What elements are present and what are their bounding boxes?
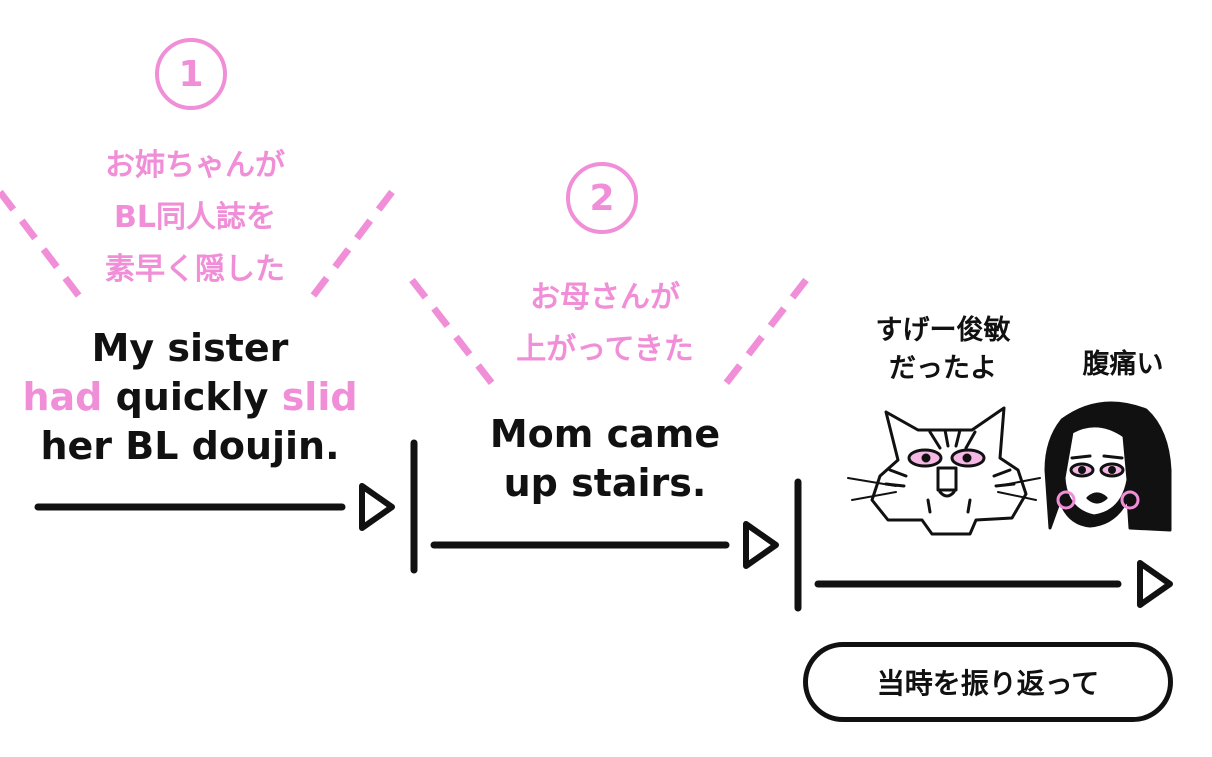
cat-caption: すげー俊敏 だったよ (848, 312, 1038, 388)
step-number-1-text: 1 (178, 53, 204, 95)
step1-en-line-1: My sister (91, 326, 289, 370)
step1-en-line-3: her BL doujin. (40, 424, 340, 468)
cat-caption-line-1: すげー俊敏 (875, 315, 1011, 346)
step1-en-highlight-had: had (22, 375, 103, 419)
reflect-button-label: 当時を振り返って (876, 667, 1100, 700)
step-number-2-text: 2 (589, 177, 615, 219)
step1-jp-line-1: お姉ちゃんが (105, 148, 285, 183)
step2-jp-line-1: お母さんが (530, 280, 680, 315)
step1-burst-lines (0, 189, 395, 303)
step-number-2: 2 (566, 162, 638, 234)
step-number-1: 1 (155, 38, 227, 110)
timeline-arrow-1 (34, 483, 395, 531)
step1-jp-line-2: BL同人誌を (114, 200, 276, 235)
cat-caption-line-2: だったよ (889, 353, 997, 384)
step1-en-mid-text: quickly (102, 375, 282, 419)
step2-en-line-2: up stairs. (503, 461, 707, 505)
step1-jp-caption: お姉ちゃんが BL同人誌を 素早く隠した (60, 140, 330, 296)
step2-en-caption: Mom came up stairs. (440, 410, 770, 508)
woman-caption: 腹痛い (1060, 346, 1186, 384)
timeline-arrow-3 (814, 560, 1173, 608)
step1-en-line-2: had quickly slid (0, 373, 380, 422)
step1-en-caption: My sister had quickly slid her BL doujin… (0, 324, 380, 471)
woman-illustration (1044, 401, 1172, 532)
step1-en-highlight-slid: slid (281, 375, 358, 419)
step2-en-line-1: Mom came (489, 412, 721, 456)
step2-jp-line-2: 上がってきた (516, 332, 694, 367)
step2-burst-lines (409, 277, 809, 389)
step1-jp-line-3: 素早く隠した (105, 252, 285, 287)
step2-jp-caption: お母さんが 上がってきた (470, 272, 740, 376)
cat-illustration (847, 406, 1041, 536)
reflect-button[interactable]: 当時を振り返って (803, 642, 1173, 722)
timeline-arrow-2 (430, 521, 779, 569)
woman-caption-text: 腹痛い (1082, 349, 1164, 380)
